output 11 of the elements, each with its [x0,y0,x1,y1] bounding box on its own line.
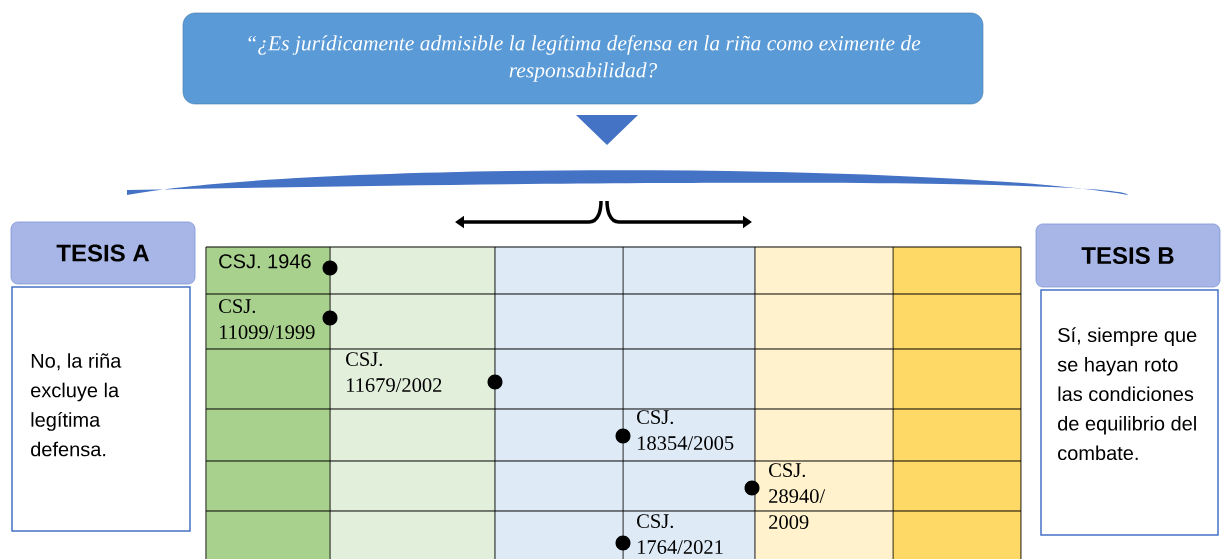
question-box: “¿Es jurídicamente admisible la legítima defensa en la riña como eximente de responsabilidad? [182,12,984,105]
thesis-text: Sí, siempre que se hayan roto las condiciones de equilibrio del combate. [1057,327,1197,461]
thesis-header: TESIS B [1035,223,1221,288]
case-label: CSJ. 11679/2002 [346,352,442,392]
case-label: CSJ. 1764/2021 [637,514,723,554]
thesis-text: No, la riña excluye la legítima defensa. [31,353,122,457]
thesis-header: TESIS A [10,221,196,285]
case-label: CSJ. 28940/ 2009 [769,463,826,529]
case-label: CSJ. 18354/2005 [637,410,734,450]
case-label: CSJ. 1946 [219,254,311,269]
case-label: CSJ. 11099/1999 [219,299,315,339]
